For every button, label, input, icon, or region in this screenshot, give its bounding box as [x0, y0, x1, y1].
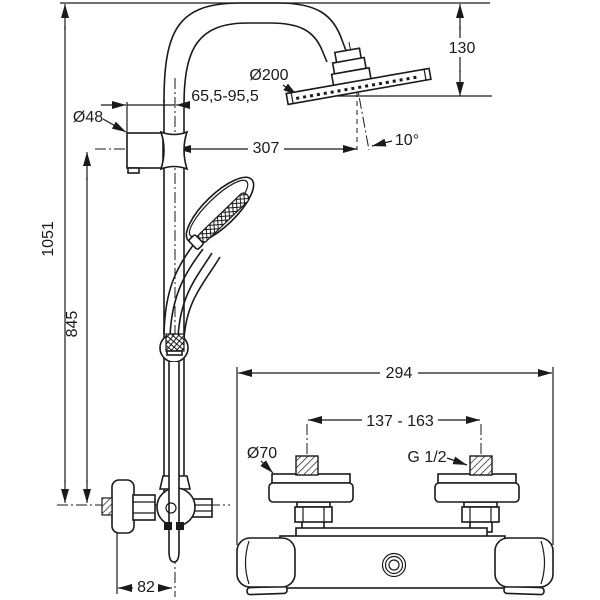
dim-head-diameter-label: Ø200	[249, 67, 288, 84]
pipe-inner-curve	[183, 22, 328, 107]
mixer-body	[279, 535, 506, 589]
wall-bracket	[126, 132, 164, 169]
inlet-nipple-left	[295, 455, 319, 476]
dim-escutcheon-diameter-label: Ø70	[247, 445, 277, 462]
rail-slider	[159, 333, 189, 363]
dim-rail-height-label: 845	[64, 311, 81, 338]
dim-thread-size-label: G 1/2	[407, 449, 446, 466]
elbow-nut	[132, 494, 156, 521]
slider-grip	[165, 333, 185, 352]
inlet-nipple-right	[469, 455, 493, 476]
dim-bottom-wall-distance-label: 82	[137, 579, 155, 596]
dim-bracket-diameter-label: Ø48	[73, 109, 103, 126]
mixer-cap-left	[236, 537, 296, 588]
hand-shower-handle	[163, 243, 221, 341]
threaded-nipple	[101, 497, 113, 516]
escutcheon-left	[268, 473, 354, 503]
bracket-collar	[159, 130, 189, 171]
mixer-cap-right	[494, 537, 554, 588]
dim-top-height-label: 130	[449, 40, 476, 57]
escutcheon-right	[434, 473, 520, 503]
mixer-nut-right	[461, 501, 500, 523]
wall-bracket-foot	[127, 167, 140, 174]
dim-connection-range-label: 137 - 163	[366, 413, 434, 430]
head-axis-line	[348, 41, 370, 151]
head-nozzles	[295, 75, 417, 100]
pivot-screw	[165, 502, 177, 514]
dim-wall-distance-range-label: 65,5-95,5	[191, 88, 259, 105]
overhead-shower	[285, 47, 432, 106]
wall-flange	[111, 479, 135, 534]
pipe-outer-curve	[163, 2, 349, 103]
dim-total-height-label: 1051	[40, 221, 57, 257]
dim-head-angle-label: 10°	[395, 132, 419, 149]
shower-column	[101, 2, 432, 563]
mixer-front-view	[236, 455, 554, 596]
dimension-labels: 130 Ø200 65,5-95,5 Ø48 307 10° 1051 845 …	[40, 40, 475, 596]
dim-arm-reach-label: 307	[253, 140, 280, 157]
dim-mixer-width-label: 294	[386, 365, 413, 382]
hose-clip-right	[176, 522, 184, 530]
lower-bracket	[101, 362, 213, 563]
hose-clip-left	[164, 522, 172, 530]
hose-end-tube	[168, 362, 180, 563]
hand-shower-head	[185, 176, 255, 250]
mixer-center-detail	[381, 552, 407, 578]
mixer-nut-left	[294, 501, 333, 523]
